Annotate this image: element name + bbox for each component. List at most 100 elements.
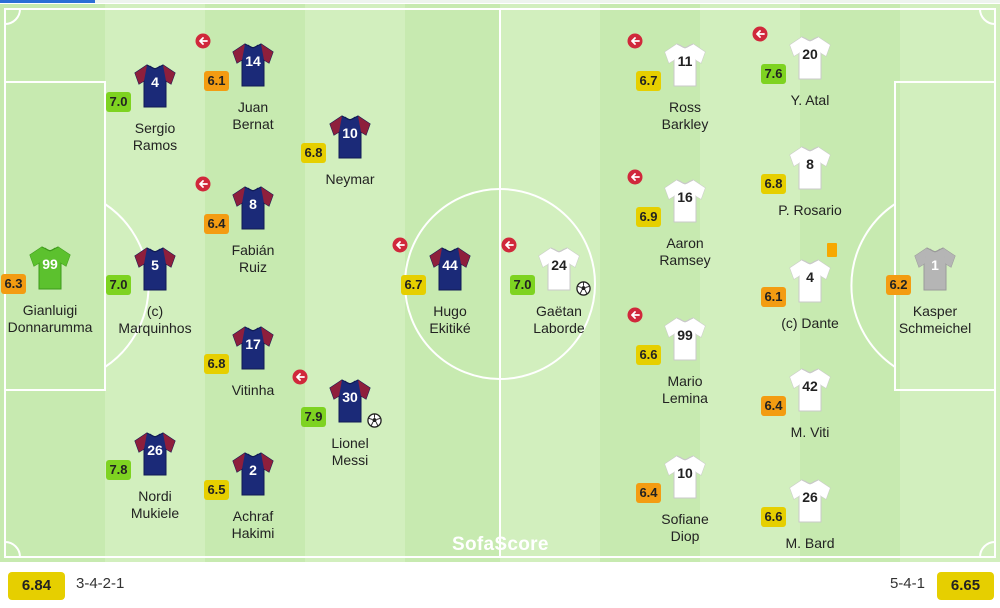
- substitution-out-icon: [752, 26, 768, 42]
- jersey-icon: 11: [660, 41, 710, 87]
- jersey-number: 99: [677, 327, 693, 343]
- jersey-number: 26: [802, 489, 818, 505]
- jersey-icon: 16: [660, 177, 710, 223]
- jersey-icon: 99: [25, 244, 75, 290]
- top-bar: [0, 0, 1000, 3]
- player-rating-badge: 6.2: [886, 275, 911, 295]
- jersey-icon: 24: [534, 245, 584, 291]
- player-name: P. Rosario: [778, 202, 842, 218]
- sofascore-watermark: SofaScore: [452, 534, 549, 555]
- jersey-number: 20: [802, 46, 818, 62]
- jersey-number: 2: [249, 462, 257, 478]
- player-rating-badge: 6.4: [636, 483, 661, 503]
- substitution-out-icon: [627, 169, 643, 185]
- jersey-icon: 2: [228, 450, 278, 496]
- player-rating-badge: 7.0: [510, 275, 535, 295]
- player-rating-badge: 7.6: [761, 64, 786, 84]
- jersey-icon: 99: [660, 315, 710, 361]
- jersey-number: 1: [931, 257, 939, 273]
- jersey-number: 5: [151, 257, 159, 273]
- jersey-icon: 30: [325, 377, 375, 423]
- away-average-rating: 6.65: [937, 572, 994, 600]
- jersey-icon: 8: [228, 184, 278, 230]
- jersey-number: 14: [245, 53, 261, 69]
- player-name: (c) Dante: [781, 315, 839, 331]
- goal-ball-icon: [576, 281, 591, 296]
- jersey-number: 4: [806, 269, 814, 285]
- player-rating-badge: 7.0: [106, 92, 131, 112]
- player-rating-badge: 7.8: [106, 460, 131, 480]
- player-rating-badge: 6.1: [204, 71, 229, 91]
- jersey-icon: 14: [228, 41, 278, 87]
- jersey-icon: 42: [785, 366, 835, 412]
- pitch-stripe: [700, 4, 800, 562]
- jersey-icon: 26: [130, 430, 180, 476]
- player-rating-badge: 6.1: [761, 287, 786, 307]
- jersey-number: 42: [802, 378, 818, 394]
- jersey-number: 24: [551, 257, 567, 273]
- jersey-number: 11: [677, 53, 693, 69]
- player-rating-badge: 6.6: [761, 507, 786, 527]
- yellow-card-icon: [827, 243, 837, 257]
- player-name: (c)Marquinhos: [118, 303, 192, 336]
- substitution-out-icon: [195, 33, 211, 49]
- player-rating-badge: 7.9: [301, 407, 326, 427]
- goal-ball-icon: [367, 413, 382, 428]
- jersey-icon: 10: [660, 453, 710, 499]
- jersey-icon: 26: [785, 477, 835, 523]
- player-rating-badge: 6.7: [636, 71, 661, 91]
- player-rating-badge: 6.6: [636, 345, 661, 365]
- pitch-stripe: [900, 4, 1000, 562]
- jersey-number: 44: [442, 257, 458, 273]
- player-rating-badge: 7.0: [106, 275, 131, 295]
- player-name: Vitinha: [231, 382, 275, 398]
- player-name: Y. Atal: [790, 92, 830, 108]
- jersey-number: 99: [42, 256, 58, 272]
- jersey-number: 30: [342, 389, 358, 405]
- player-rating-badge: 6.5: [204, 480, 229, 500]
- jersey-number: 8: [806, 156, 814, 172]
- jersey-icon: 1: [910, 245, 960, 291]
- pitch-stripe: [305, 4, 405, 562]
- substitution-out-icon: [195, 176, 211, 192]
- jersey-number: 17: [245, 336, 261, 352]
- home-formation: 3-4-2-1: [76, 575, 125, 592]
- player-name: M. Viti: [790, 424, 830, 440]
- player-rating-badge: 6.8: [761, 174, 786, 194]
- substitution-out-icon: [392, 237, 408, 253]
- away-formation: 5-4-1: [889, 575, 925, 592]
- jersey-icon: 5: [130, 245, 180, 291]
- jersey-icon: 10: [325, 113, 375, 159]
- player-rating-badge: 6.7: [401, 275, 426, 295]
- player-rating-badge: 6.4: [761, 396, 786, 416]
- player-rating-badge: 6.8: [204, 354, 229, 374]
- substitution-out-icon: [292, 369, 308, 385]
- active-tab-indicator: [0, 0, 95, 3]
- player-rating-badge: 6.8: [301, 143, 326, 163]
- player-rating-badge: 6.3: [1, 274, 26, 294]
- jersey-icon: 20: [785, 34, 835, 80]
- substitution-out-icon: [501, 237, 517, 253]
- jersey-number: 8: [249, 196, 257, 212]
- player-name: Neymar: [325, 171, 375, 187]
- jersey-number: 10: [342, 125, 358, 141]
- lineup-footer: 6.84 3-4-2-1 5-4-1 6.65: [0, 562, 1000, 608]
- jersey-number: 4: [151, 74, 159, 90]
- jersey-icon: 8: [785, 144, 835, 190]
- home-average-rating: 6.84: [8, 572, 65, 600]
